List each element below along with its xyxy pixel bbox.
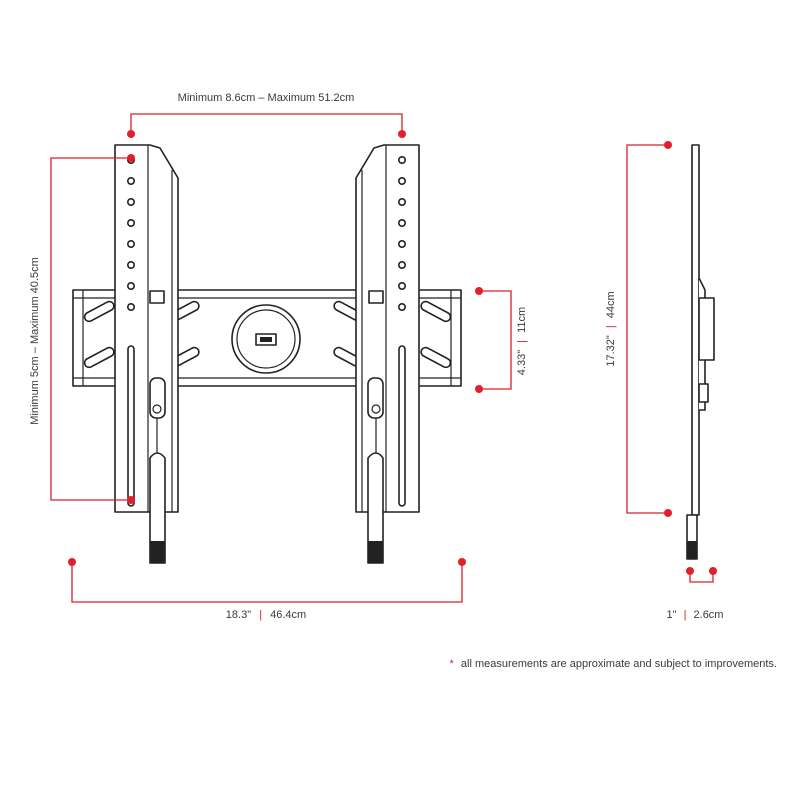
plate-width-dimension xyxy=(68,558,466,603)
side-bracket xyxy=(691,144,700,516)
plate-height-dimension xyxy=(475,287,512,393)
right-vertical-bracket xyxy=(355,144,420,564)
left-vertical-bracket xyxy=(114,144,179,564)
side-profile-view xyxy=(686,144,715,560)
bracket-spacing-label: Minimum 8.6cm – Maximum 51.2cm xyxy=(178,92,355,104)
bracket-height-separator: | xyxy=(605,325,617,328)
plate-width-separator: | xyxy=(259,609,262,621)
depth-dimension xyxy=(686,567,717,583)
bracket-spacing-dimension xyxy=(127,113,406,138)
bracket-height-cm: 44cm xyxy=(605,291,617,318)
side-wall-plate xyxy=(698,297,715,361)
footnote-asterisk: * xyxy=(450,658,455,670)
depth-separator: | xyxy=(684,609,687,621)
vertical-adjust-label: Minimum 5cm – Maximum 40.5cm xyxy=(29,257,41,424)
depth-in: 1" xyxy=(667,609,677,621)
plate-height-cm: 11cm xyxy=(516,307,528,333)
depth-cm: 2.6cm xyxy=(694,609,724,621)
right-bracket-holes xyxy=(397,156,406,311)
bracket-height-in: 17.32" xyxy=(605,335,617,367)
bracket-height-dimension xyxy=(626,141,672,517)
plate-height-separator: | xyxy=(516,340,528,343)
level-bubble-icon xyxy=(231,304,301,374)
plate-width-in: 18.3" xyxy=(226,609,251,621)
footnote: * all measurements are approximate and s… xyxy=(450,658,777,670)
depth-label: 1" | 2.6cm xyxy=(667,609,724,621)
plate-height-label: 4.33" | 11cm xyxy=(516,307,528,375)
plate-height-in: 4.33" xyxy=(516,350,528,375)
plate-width-label: 18.3" | 46.4cm xyxy=(226,609,306,621)
side-lock xyxy=(698,383,709,403)
footnote-text: all measurements are approximate and sub… xyxy=(461,658,777,670)
bracket-height-label: 17.32" | 44cm xyxy=(605,291,617,366)
vertical-adjust-dimension xyxy=(50,154,135,504)
plate-width-cm: 46.4cm xyxy=(270,609,306,621)
